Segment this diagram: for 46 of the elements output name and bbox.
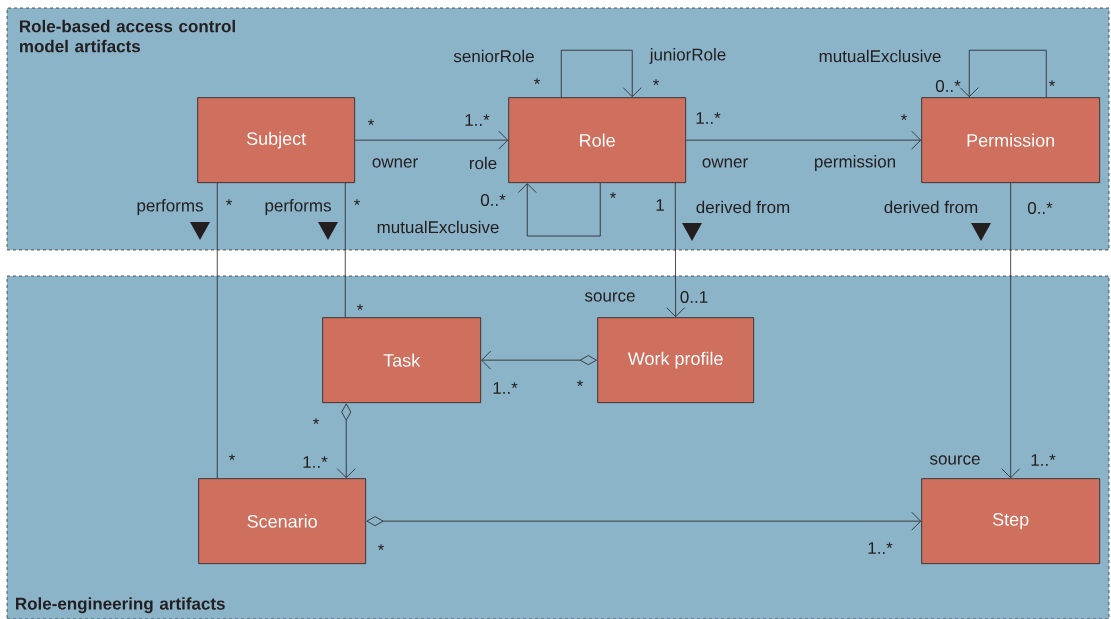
- association-end-label: 0..*: [935, 80, 961, 92]
- class-box: Step: [921, 478, 1101, 565]
- association-end-label: *: [225, 199, 233, 206]
- association-line: [1001, 182, 1021, 479]
- association-end-label: owner: [702, 158, 748, 168]
- association-line: [336, 403, 356, 479]
- association-end-label: permission: [815, 155, 895, 171]
- association-line: [481, 350, 597, 370]
- association-end-label: 0..*: [480, 194, 506, 206]
- association-end-label: owner: [372, 158, 418, 168]
- association-end-label: seniorRole: [453, 49, 534, 63]
- association-line: [366, 511, 922, 531]
- association-line: [685, 130, 922, 150]
- association-end-label: *: [1048, 80, 1056, 87]
- class-box: Scenario: [198, 478, 367, 565]
- class-box: Permission: [921, 97, 1101, 184]
- association-end-label: *: [353, 199, 361, 206]
- class-box: Work profile: [597, 317, 755, 404]
- association-line: [216, 182, 218, 479]
- association-end-label: *: [228, 454, 236, 461]
- association-end-label: *: [356, 304, 364, 311]
- association-line: [959, 49, 1047, 98]
- association-end-label: 0..1: [680, 291, 708, 303]
- edge-label: performs: [135, 198, 205, 216]
- association-end-label: 1..*: [868, 542, 893, 554]
- association-end-label: role: [469, 156, 497, 170]
- association-end-label: *: [312, 418, 320, 425]
- class-box: Role: [508, 97, 687, 184]
- association-end-label: *: [367, 119, 375, 126]
- association-end-label: *: [609, 192, 617, 199]
- association-line: [354, 130, 509, 150]
- class-box: Subject: [197, 97, 356, 184]
- association-line: [560, 49, 642, 98]
- association-end-label: 1..*: [696, 112, 721, 124]
- association-end-label: juniorRole: [649, 48, 726, 64]
- association-end-label: 1..*: [465, 114, 490, 126]
- association-line: [666, 182, 686, 318]
- class-box: Task: [322, 317, 482, 404]
- association-end-label: mutualExclusive: [377, 220, 499, 234]
- association-end-label: source: [584, 292, 635, 302]
- association-end-label: 1: [656, 199, 664, 211]
- edge-label: performs: [263, 198, 333, 216]
- association-end-label: mutualExclusive: [819, 49, 941, 63]
- association-end-label: 0..*: [1027, 202, 1053, 214]
- association-line: [344, 182, 346, 318]
- association-line: [517, 182, 601, 237]
